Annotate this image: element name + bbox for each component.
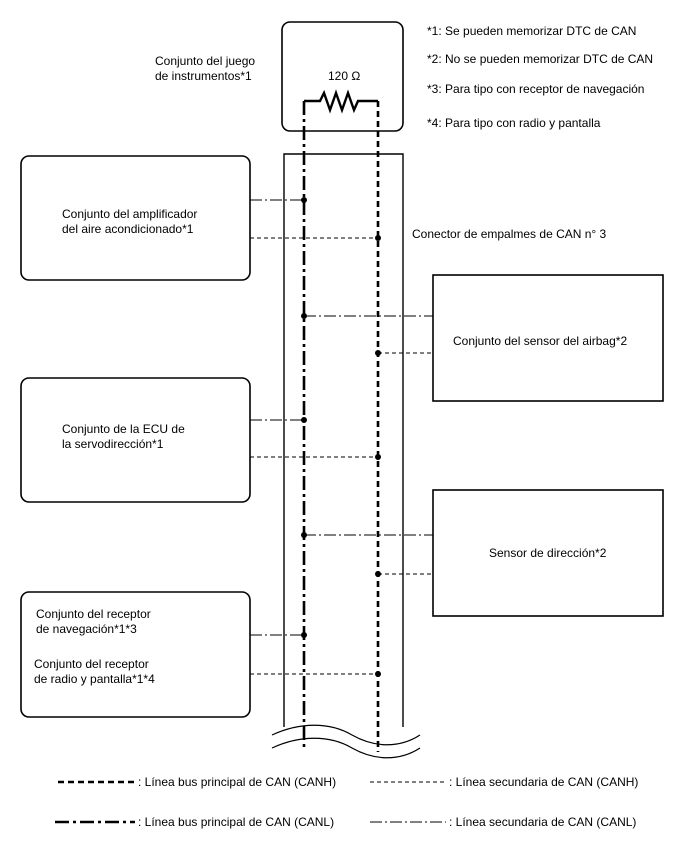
legend-main-canl: : Línea bus principal de CAN (CANL) xyxy=(138,815,334,829)
junction-dot xyxy=(375,571,381,577)
note-1: *1: Se pueden memorizar DTC de CAN xyxy=(427,24,636,38)
nav-receiver-label-1: Conjunto del receptor xyxy=(36,607,151,621)
break-wave-top xyxy=(271,724,421,746)
legend-sub-canl: : Línea secundaria de CAN (CANL) xyxy=(449,815,636,829)
junction-dot xyxy=(375,235,381,241)
junction-dot xyxy=(375,454,381,460)
legend-sub-canh: : Línea secundaria de CAN (CANH) xyxy=(449,775,638,789)
note-4: *4: Para tipo con radio y pantalla xyxy=(427,116,601,130)
note-2: *2: No se pueden memorizar DTC de CAN xyxy=(427,52,653,66)
instrument-cluster-box xyxy=(281,21,404,132)
steering-sensor-label: Sensor de dirección*2 xyxy=(489,546,607,560)
power-steering-label-2: la servodirección*1 xyxy=(62,437,164,451)
ac-amplifier-label-1: Conjunto del amplificador xyxy=(62,207,197,221)
junction-connector-box xyxy=(283,153,404,736)
airbag-sensor-label: Conjunto del sensor del airbag*2 xyxy=(453,334,627,348)
power-steering-label-1: Conjunto de la ECU de xyxy=(62,422,185,436)
airbag-sensor-box xyxy=(432,274,664,402)
junction-dot xyxy=(301,417,307,423)
break-wave-bottom xyxy=(271,737,421,759)
power-steering-ecu-box xyxy=(20,377,251,503)
note-3: *3: Para tipo con receptor de navegación xyxy=(427,82,644,96)
junction-dot xyxy=(301,313,307,319)
junction-dot xyxy=(301,632,307,638)
ac-amplifier-box xyxy=(20,155,251,281)
nav-receiver-label-2: de navegación*1*3 xyxy=(36,622,137,636)
connector-label: Conector de empalmes de CAN n° 3 xyxy=(412,227,607,241)
instrument-cluster-label-1: Conjunto del juego xyxy=(155,54,255,68)
junction-dot xyxy=(375,350,381,356)
steering-sensor-box xyxy=(432,489,664,617)
radio-receiver-label-1: Conjunto del receptor xyxy=(34,657,149,671)
legend-main-canh: : Línea bus principal de CAN (CANH) xyxy=(138,775,336,789)
junction-dot xyxy=(301,197,307,203)
receiver-box xyxy=(20,591,251,718)
junction-dot xyxy=(375,671,381,677)
junction-dot xyxy=(301,532,307,538)
ac-amplifier-label-2: del aire acondicionado*1 xyxy=(62,222,194,236)
resistor-symbol xyxy=(304,89,378,114)
instrument-cluster-label-2: de instrumentos*1 xyxy=(155,69,252,83)
resistor-label: 120 Ω xyxy=(328,69,360,83)
radio-receiver-label-2: de radio y pantalla*1*4 xyxy=(34,672,155,686)
